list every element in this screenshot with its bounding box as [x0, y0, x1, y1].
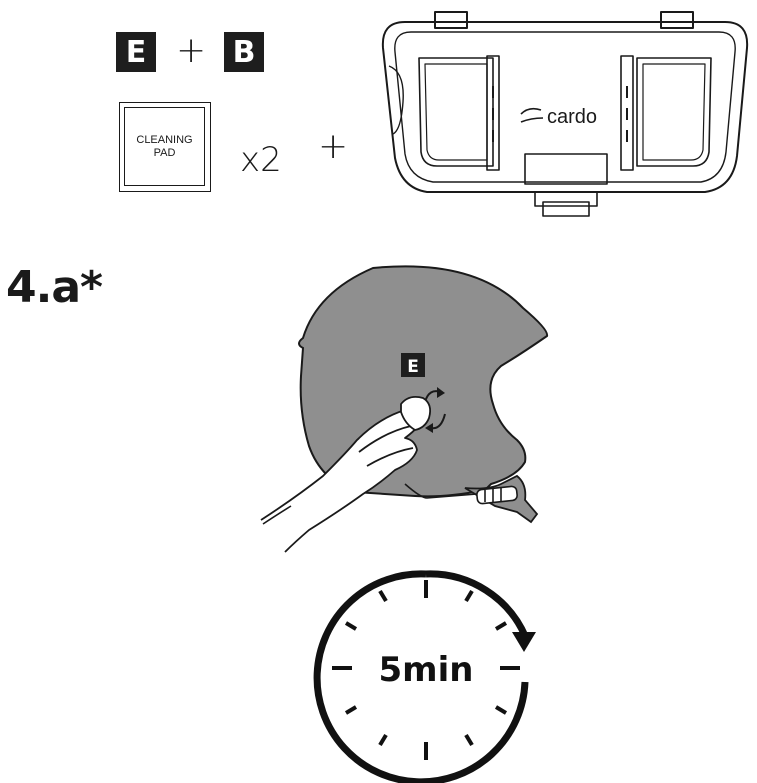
- adhesive-e-badge: E: [116, 32, 156, 72]
- cleaning-pad: CLEANING PAD: [119, 102, 211, 192]
- step-label: 4.a*: [6, 262, 103, 313]
- timer-label: 5min: [379, 650, 474, 690]
- adhesive-b-badge: B: [224, 32, 264, 72]
- helmet-e-marker: E: [407, 357, 419, 377]
- helmet-cleaning-illustration: E: [260, 265, 549, 553]
- mounting-plate-illustration: cardo: [381, 11, 749, 217]
- quantity-multiplier: x2: [240, 140, 282, 180]
- cleaning-pad-label-line1: CLEANING: [136, 133, 193, 146]
- timer-icon: 5min: [313, 570, 536, 783]
- cleaning-pad-label-line2: PAD: [153, 146, 176, 159]
- mount-brand-logo: cardo: [547, 106, 597, 128]
- plus-sign-2: +: [318, 126, 349, 167]
- plus-sign: +: [176, 30, 207, 71]
